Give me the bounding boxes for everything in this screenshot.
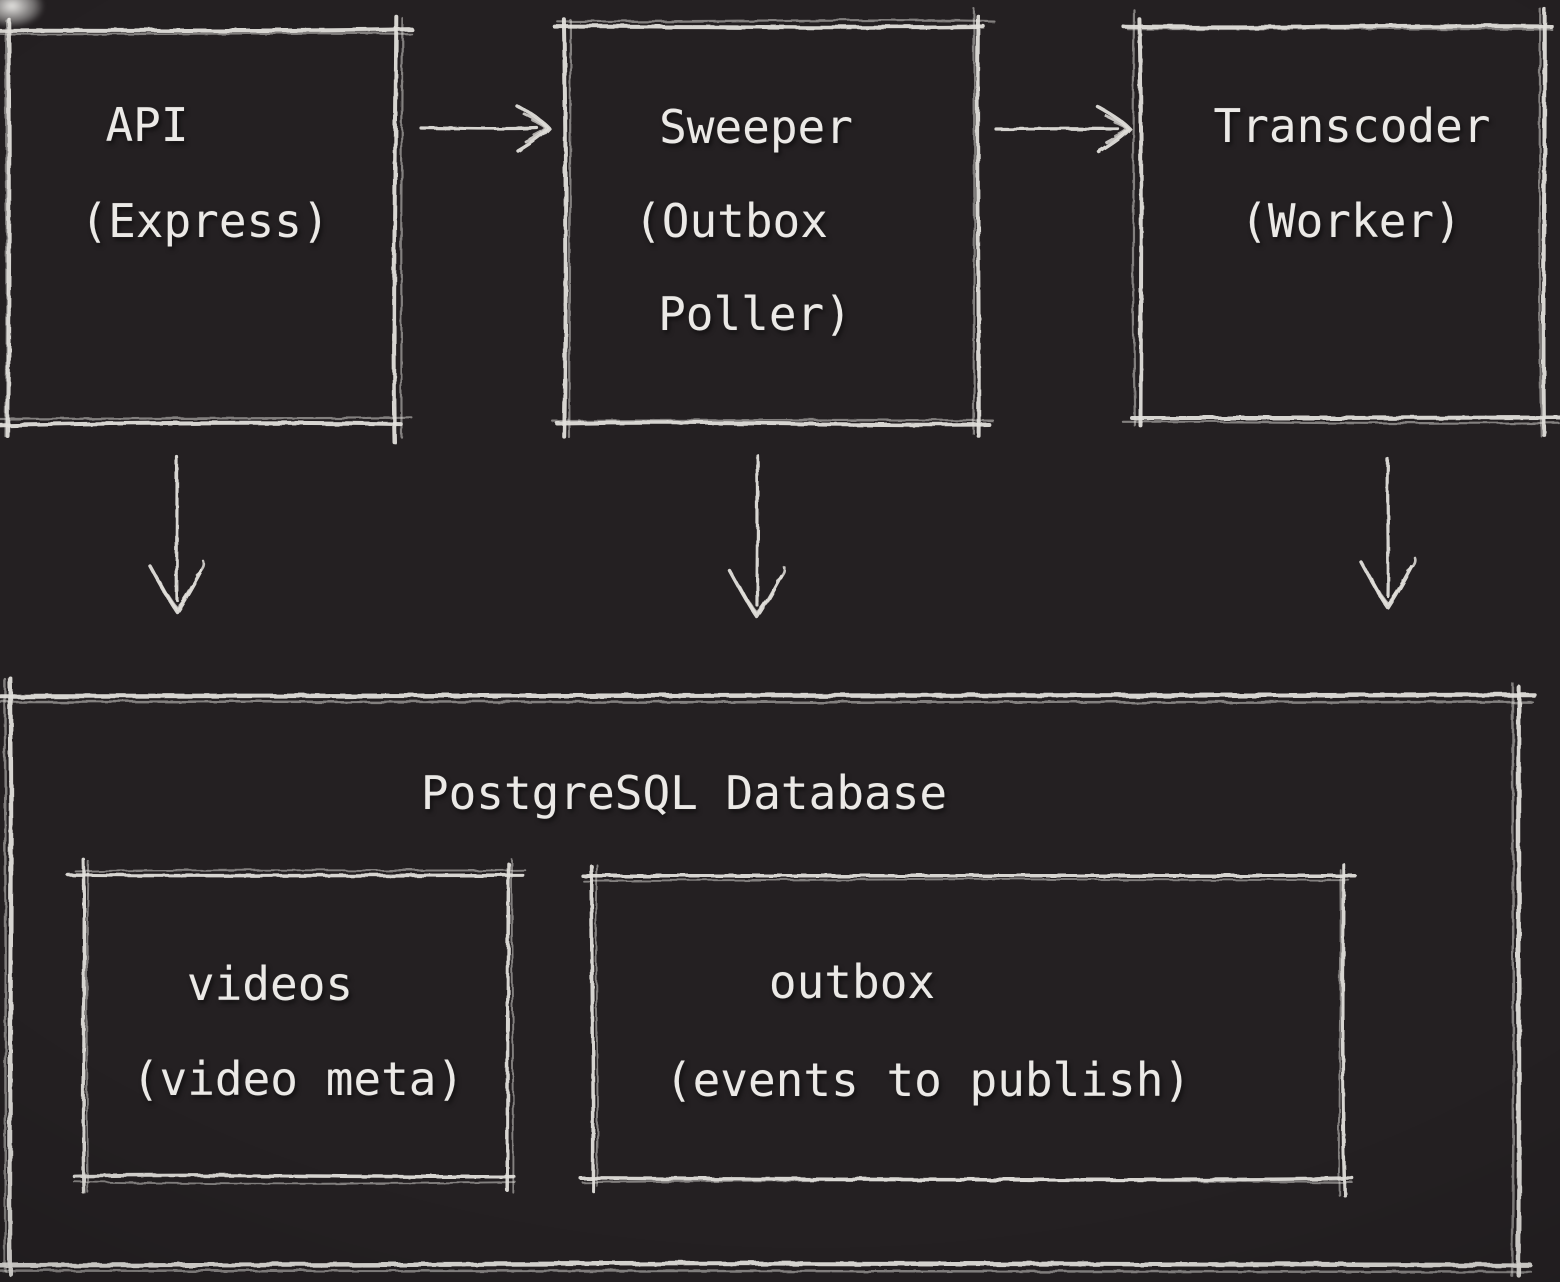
api-node-label-line1: API: [105, 98, 189, 152]
videos-table-border: [66, 858, 527, 1195]
transcoder-node-border: [1121, 7, 1560, 438]
database-title: PostgreSQL Database: [420, 766, 948, 820]
arrow-transcoder-to-database: [1359, 457, 1417, 610]
sweeper-node-label-line3: Poller): [658, 287, 852, 341]
database-node-border: [0, 675, 1537, 1278]
sweeper-node-border: [551, 7, 996, 439]
arrow-api-to-sweeper: [419, 103, 551, 153]
transcoder-node-label-line2: (Worker): [1240, 194, 1462, 248]
videos-table-label-line1: videos: [186, 957, 354, 1011]
outbox-table-label-line1: outbox: [768, 955, 936, 1009]
api-node-label-line2: (Express): [80, 194, 330, 248]
arrow-sweeper-to-database: [728, 453, 786, 619]
sweeper-node-label-line2: (Outbox: [634, 194, 828, 248]
videos-table-label-line2: (video meta): [131, 1052, 465, 1106]
outbox-table-label-line2: (events to publish): [664, 1053, 1192, 1107]
arrow-api-to-database: [148, 455, 206, 614]
outbox-table-border: [578, 862, 1357, 1198]
transcoder-node-label-line1: Transcoder: [1213, 99, 1491, 153]
arrow-sweeper-to-transcoder: [994, 104, 1132, 154]
sweeper-node-label-line1: Sweeper: [659, 100, 853, 154]
